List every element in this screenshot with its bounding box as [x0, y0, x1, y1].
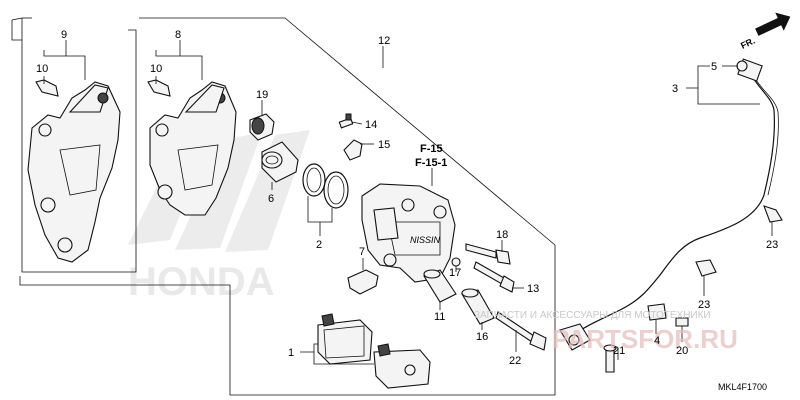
bolt-18-part — [465, 243, 511, 265]
label-15: 15 — [378, 139, 390, 151]
label-10-a: 10 — [36, 63, 48, 75]
seals-2-part — [302, 163, 349, 209]
watermark-line1: ЗАПЧАСТИ И АКСЕССУАРЫ ДЛЯ МОТОТЕХНИКИ — [474, 310, 711, 321]
label-17: 17 — [449, 267, 461, 279]
boot-19-part — [249, 113, 275, 141]
caliper-brand-label: NISSIN — [410, 235, 441, 245]
bracket-9-frame — [21, 18, 137, 273]
brake-pads-1-part — [317, 313, 431, 389]
bolt-22-part — [495, 311, 547, 351]
label-20: 20 — [676, 345, 688, 357]
part-number-labels: 9 10 8 10 19 6 2 12 14 15 F-15 F-15-1 7 … — [36, 29, 778, 367]
bleeder-14-part — [338, 113, 354, 129]
label-18: 18 — [496, 229, 508, 241]
group-frames — [11, 17, 556, 396]
label-1: 1 — [288, 347, 294, 359]
watermark-line2: PARTSFOR.RU — [552, 324, 738, 354]
label-23-a: 23 — [766, 239, 778, 251]
leader-lines — [43, 40, 773, 365]
label-14: 14 — [365, 119, 377, 131]
abs-sensor-cable — [559, 58, 783, 373]
bracket-9-part — [27, 79, 121, 263]
front-arrow — [755, 12, 791, 36]
label-3: 3 — [672, 83, 678, 95]
label-2: 2 — [316, 239, 322, 251]
honda-logo-text: HONDA — [128, 260, 275, 304]
label-21: 21 — [613, 345, 625, 357]
watermark: ЗАПЧАСТИ И АКСЕССУАРЫ ДЛЯ МОТОТЕХНИКИ PA… — [474, 310, 738, 354]
label-13: 13 — [527, 283, 539, 295]
label-6: 6 — [268, 193, 274, 205]
label-12: 12 — [378, 35, 390, 47]
caliper-12-frame — [19, 17, 556, 396]
label-22: 22 — [509, 355, 521, 367]
ref-f15-1: F-15-1 — [415, 157, 447, 169]
label-5: 5 — [711, 61, 717, 73]
label-19: 19 — [256, 89, 268, 101]
label-23-b: 23 — [698, 299, 710, 311]
label-16: 16 — [476, 331, 488, 343]
label-4: 4 — [654, 335, 660, 347]
label-7: 7 — [359, 246, 365, 258]
caliper-body-part: NISSIN — [361, 183, 456, 283]
label-8: 8 — [175, 29, 181, 41]
label-10-b: 10 — [150, 63, 162, 75]
clip-7-part — [347, 269, 379, 295]
diagram-code: MKL4F1700 — [718, 382, 767, 392]
cap-15-part — [343, 139, 363, 161]
sleeve-11-part — [423, 269, 457, 303]
bracket-8-part — [147, 79, 237, 216]
nut-17-part — [451, 257, 461, 267]
piston-6-part — [261, 141, 299, 183]
ref-f15: F-15 — [420, 143, 443, 155]
label-9: 9 — [61, 29, 67, 41]
pin-13-part — [473, 261, 515, 293]
front-arrow-label: FR. — [739, 36, 756, 51]
pin-16-part — [461, 288, 495, 325]
label-11: 11 — [434, 311, 445, 323]
